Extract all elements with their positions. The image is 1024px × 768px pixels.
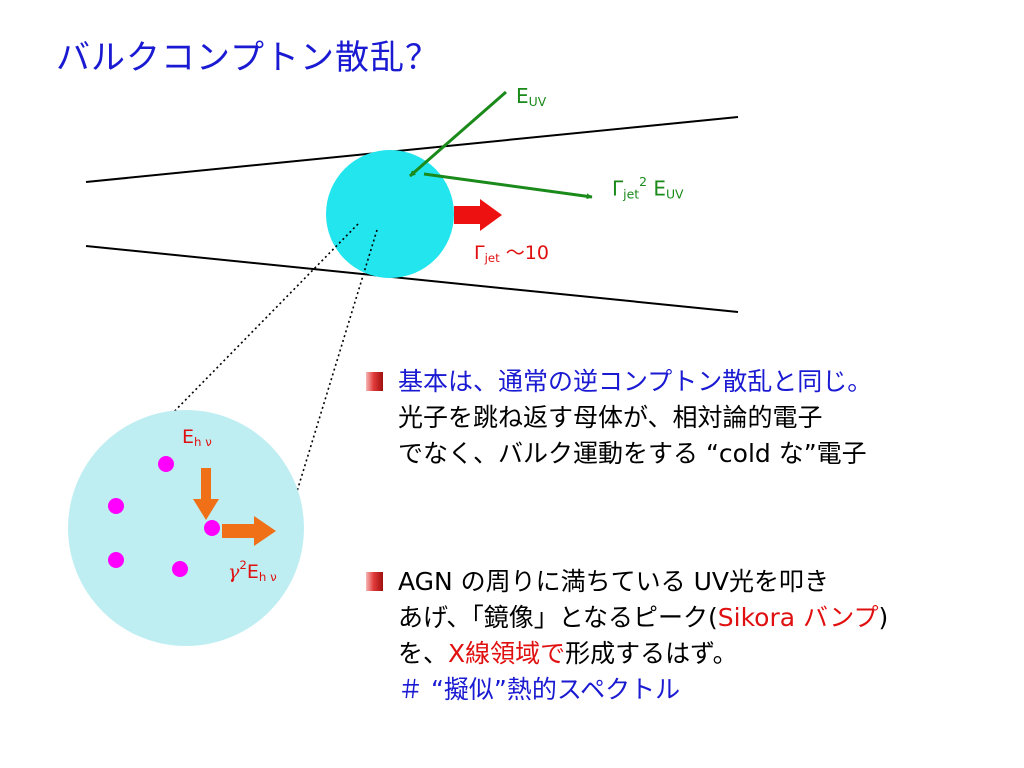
slide-title: バルクコンプトン散乱？	[56, 38, 440, 78]
scattered-photon-arrow	[423, 172, 593, 200]
label-gamma2-e-h-nu: γ2Eh ν	[228, 558, 277, 584]
label-gamma-jet: Γjet ～10	[474, 242, 549, 265]
label-e-h-nu: Eh ν	[182, 426, 212, 449]
bullet-note: ＃ “擬似”熱的スペクトル	[398, 675, 681, 704]
jet-blob	[326, 150, 454, 278]
bullet-line: あげ、「鏡像」となるピーク(Sikora バンプ)	[398, 603, 889, 632]
bullet-line: 基本は、通常の逆コンプトン散乱と同じ。	[398, 367, 873, 396]
x-ray-band-highlight: X線領域で	[448, 639, 566, 668]
boosted-photon-arrow	[222, 516, 276, 546]
label-gamma2-e-uv: Γjet2 EUV	[612, 174, 684, 202]
incoming-uv-arrow	[409, 90, 507, 178]
jet-upper-edge	[85, 116, 739, 183]
jet-lower-edge	[85, 245, 739, 313]
bullet-marker	[366, 372, 383, 391]
bulk-motion-arrow	[454, 199, 502, 231]
zoom-circle	[68, 410, 304, 646]
sikora-bump-highlight: Sikora バンプ	[717, 603, 879, 632]
electron	[204, 520, 220, 536]
bullet-line: 光子を跳ね返す母体が、相対論的電子	[398, 403, 823, 432]
zoom-line-right	[286, 229, 378, 525]
zoom-line-left	[159, 223, 359, 427]
incoming-photon-arrow	[193, 468, 219, 520]
electron	[172, 561, 188, 577]
bullet-basic-principle: 基本は、通常の逆コンプトン散乱と同じ。 光子を跳ね返す母体が、相対論的電子 でな…	[366, 364, 1006, 472]
bullet-line: を、X線領域で形成するはず。	[398, 639, 738, 668]
electron	[108, 498, 124, 514]
bullet-line: AGN の周りに満ちている UV光を叩き	[398, 567, 830, 596]
electron	[158, 456, 174, 472]
label-e-uv: EUV	[516, 84, 547, 110]
bullet-sikora-bump: AGN の周りに満ちている UV光を叩き あげ、「鏡像」となるピーク(Sikor…	[366, 564, 1006, 708]
bullet-line: でなく、バルク運動をする “cold な”電子	[398, 439, 867, 468]
electron	[108, 552, 124, 568]
bullet-marker	[366, 572, 383, 591]
